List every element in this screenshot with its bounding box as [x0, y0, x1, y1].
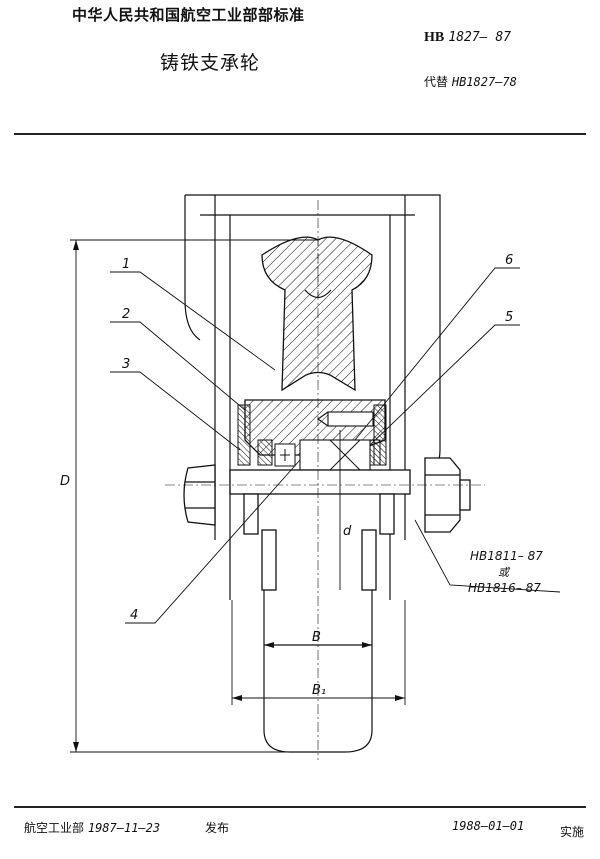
part-label-5: 5 — [505, 310, 513, 325]
part-label-2: 2 — [122, 307, 130, 322]
center-lines — [165, 200, 485, 760]
dimension-arrows — [73, 240, 405, 752]
dim-label-height: D — [60, 474, 70, 489]
wheel-rim-section — [261, 236, 373, 392]
dim-label-bore: d — [343, 524, 352, 539]
standard-code: 1827– 87 — [448, 30, 511, 45]
issuer: 航空工业部 1987–11–23 — [24, 819, 160, 836]
dimension-lines — [70, 239, 406, 753]
standard-prefix: HB — [424, 30, 445, 45]
header-rule — [14, 133, 586, 135]
ref-standard-or: 或 — [498, 566, 511, 579]
leader-lines — [110, 267, 561, 624]
part-label-4: 4 — [130, 608, 138, 623]
dim-label-width-outer: B₁ — [312, 683, 326, 698]
footer-rule — [14, 806, 586, 808]
effective-date: 1988–01–01 — [452, 819, 525, 833]
replaces-number: HB1827–78 — [451, 75, 517, 89]
issuer-label: 航空工业部 — [24, 821, 85, 835]
axle — [183, 457, 471, 591]
document-title: 铸铁支承轮 — [160, 52, 261, 74]
dim-label-width: B — [312, 630, 321, 645]
hub-section — [237, 399, 387, 471]
organization-header: 中华人民共和国航空工业部部标准 — [72, 6, 305, 24]
ref-standard-1: HB1811– 87 — [470, 549, 543, 563]
replaces-label: 代替 — [424, 75, 449, 89]
ref-standard-2: HB1816– 87 — [468, 581, 541, 595]
part-label-1: 1 — [122, 257, 130, 272]
replaces-note: 代替 HB1827–78 — [424, 73, 517, 90]
part-label-6: 6 — [505, 253, 513, 268]
effective-label: 实施 — [560, 825, 585, 839]
standard-number: HB 1827– 87 — [424, 30, 511, 46]
issued-label: 发布 — [205, 821, 230, 835]
part-label-3: 3 — [122, 357, 130, 372]
issue-date: 1987–11–23 — [87, 821, 161, 835]
